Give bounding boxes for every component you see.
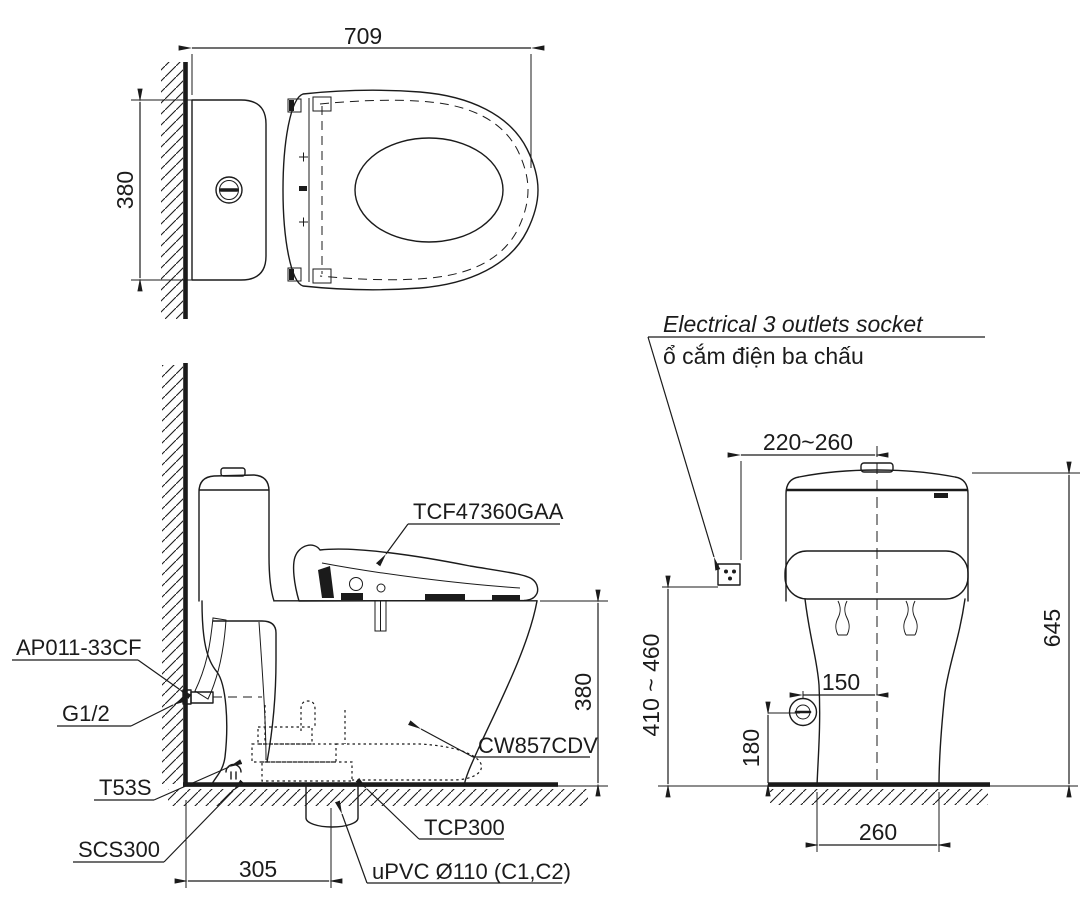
- label-floor-set: SCS300: [78, 837, 160, 862]
- dim-text-socket-offset: 220~260: [763, 429, 853, 455]
- floor-hatching-front: [770, 789, 988, 805]
- mounting-bolt-right: [903, 600, 918, 636]
- bidet-seat-profile: [292, 544, 539, 602]
- tank-button-front: [860, 462, 894, 473]
- bowl-inner-edge-side: [258, 621, 267, 761]
- label-bowl-model: CW857CDV: [478, 733, 598, 758]
- label-inlet-thread: G1/2: [62, 701, 110, 726]
- hinge-block-bottom-left: [287, 267, 302, 282]
- seat-hinge-circle-small: [376, 583, 386, 593]
- label-stop-valve: T53S: [99, 775, 152, 800]
- leader-stop-valve: [153, 759, 243, 801]
- brand-logo-mark: [934, 493, 948, 498]
- hinge-block-top-left: [287, 98, 302, 113]
- hinge-arm-top: [312, 96, 332, 112]
- note-socket-vi: ổ cắm điện ba chấu: [663, 343, 864, 369]
- tank-outline-top: [191, 99, 267, 281]
- dim-text-rough-in: 305: [239, 856, 277, 882]
- leader-drain-pipe: [334, 800, 368, 884]
- floor-flange-hidden-box: [261, 761, 353, 782]
- trap-inlet-hidden-box: [251, 743, 337, 763]
- bowl-right-curve-front: [938, 598, 966, 787]
- water-inlet-outer: [788, 697, 818, 727]
- drain-pipe-outline: [305, 786, 359, 828]
- seat-hinge-circle-large: [349, 577, 363, 591]
- seat-underside-detail-2: [425, 594, 465, 600]
- dim-text-base-width: 260: [859, 819, 897, 845]
- dim-text-seat-height: 380: [570, 673, 596, 711]
- dim-text-709: 709: [344, 23, 382, 49]
- dim-text-overall-height: 645: [1039, 609, 1065, 647]
- dim-text-380-depth: 380: [112, 171, 138, 209]
- label-drain-pipe: uPVC Ø110 (C1,C2): [372, 859, 571, 884]
- overflow-tube-hidden: [300, 700, 316, 731]
- top-view: 709 380: [112, 23, 545, 319]
- label-supply-hose: AP011-33CF: [16, 635, 142, 660]
- tank-outline-side: [198, 474, 275, 602]
- braided-hose: [194, 617, 227, 700]
- note-socket-en: Electrical 3 outlets socket: [663, 311, 924, 337]
- side-view: TCF47360GAA AP011-33CF G1/2 T53S SCS300 …: [12, 363, 608, 888]
- leader-seat-model: [375, 523, 409, 567]
- hinge-damper-bottom-left: [289, 269, 294, 280]
- trapway-hidden-outline: [336, 743, 483, 781]
- front-view: Electrical 3 outlets socket ổ cắm điện b…: [638, 311, 1080, 852]
- panel-plus-marks: [299, 152, 308, 227]
- dim-text-socket-height: 410 ~ 460: [638, 634, 664, 737]
- hinge-damper-top-left: [289, 100, 294, 111]
- seat-underside-detail-1: [341, 593, 363, 600]
- hinge-arm-bottom: [312, 268, 332, 284]
- leader-inlet-thread: [130, 696, 187, 727]
- bowl-left-curve-front: [804, 598, 821, 787]
- leader-adapter: [355, 777, 420, 840]
- socket-pin-3: [728, 576, 732, 581]
- seat-hidden-edge-top: [319, 99, 529, 281]
- bowl-front-curve-side: [463, 600, 538, 787]
- seat-underside-detail-3: [492, 595, 520, 600]
- bidet-seat-seam: [321, 562, 521, 589]
- tank-button-side: [220, 467, 246, 477]
- socket-pin-1: [724, 569, 728, 574]
- wall-hatching-top-view: [161, 62, 183, 319]
- leader-socket: [647, 336, 721, 571]
- floor-hatching-side-view: [168, 789, 588, 806]
- hidden-verticals: [264, 705, 346, 744]
- panel-sensor-mark: [299, 186, 307, 191]
- seat-lid-outline-top: [282, 89, 539, 291]
- mounting-bolt-left: [835, 600, 850, 636]
- electrical-socket-box: [717, 563, 741, 586]
- wall-hatching-side-view: [162, 365, 183, 784]
- leader-floor-set: [163, 779, 245, 863]
- dim-text-inlet-height: 180: [738, 729, 764, 767]
- pedestal-front-side: [201, 600, 228, 787]
- bowl-shelf-side: [212, 620, 277, 763]
- flush-button-outer: [215, 176, 243, 204]
- socket-pin-2: [732, 569, 736, 574]
- seat-hinge-dark-detail: [318, 566, 334, 598]
- bowl-opening-top: [354, 137, 504, 243]
- leader-bowl-model: [407, 720, 474, 758]
- leader-supply-hose: [137, 659, 192, 699]
- seat-band-front: [784, 550, 969, 600]
- dim-text-inlet-offset: 150: [822, 669, 860, 695]
- tank-outline-front: [785, 469, 969, 602]
- label-seat-model: TCF47360GAA: [413, 499, 564, 524]
- label-adapter: TCP300: [424, 815, 505, 840]
